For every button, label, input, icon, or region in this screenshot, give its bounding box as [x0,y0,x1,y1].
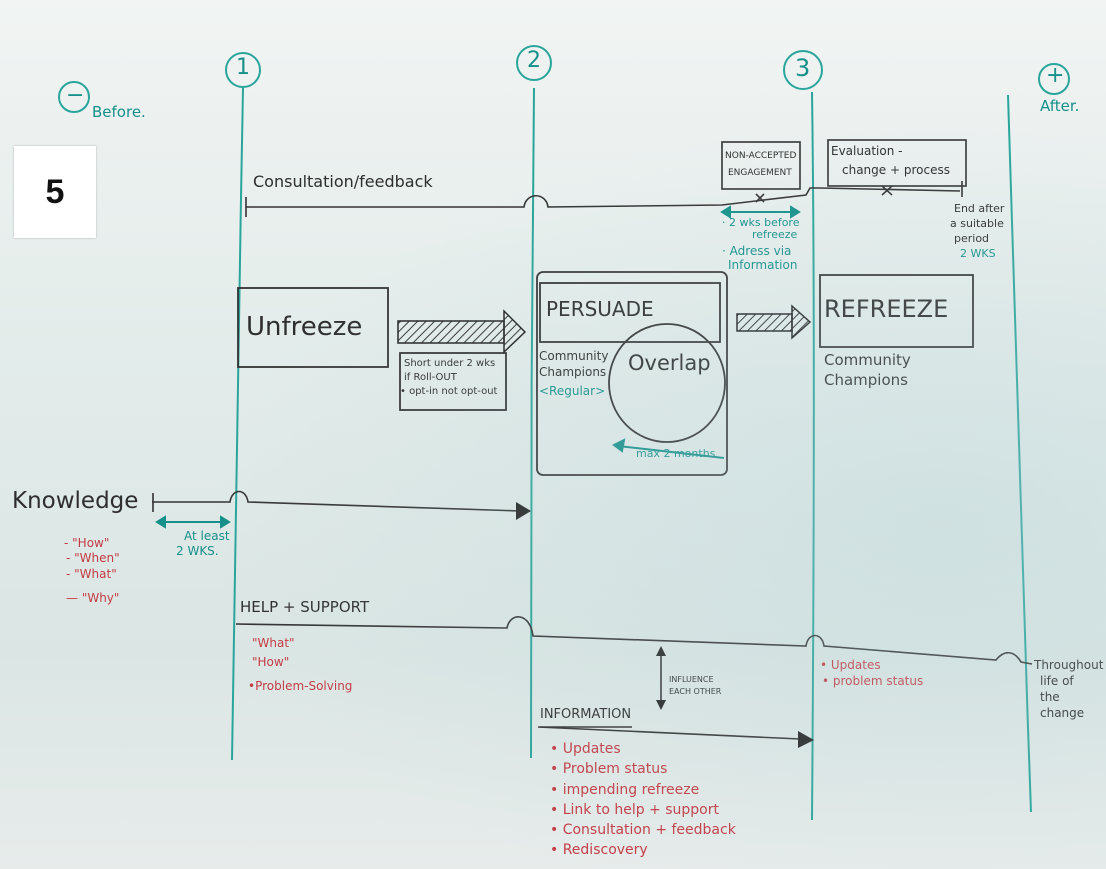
at-least-2: 2 WKS. [176,544,219,558]
help-support-line [235,616,1033,665]
phase-line-3 [811,91,815,821]
help-problem-status: • problem status [822,674,924,688]
throughout-3: the [1040,690,1060,704]
information-item-impending-refreeze: • impending refreeze [550,781,700,798]
throughout-1: Throughout [1034,658,1104,672]
address-note-2: Information [728,258,798,272]
influence-1: INFLUENCE [669,675,714,684]
phase-2-label: 2 [527,48,541,73]
information-line [537,726,801,740]
unfreeze-box [237,287,389,368]
non-accepted-box [721,141,801,190]
knowledge-item-why: — "Why" [66,591,120,605]
throughout-4: change [1040,706,1085,720]
information-label: INFORMATION [540,707,632,722]
influence-2: EACH OTHER [669,687,722,696]
help-support-label: HELP + SUPPORT [240,598,370,616]
phase-line-after [1007,94,1032,813]
cc-persuade-1: Community [539,349,609,363]
phase-line-2 [529,87,535,759]
arrow-hatch-1 [397,320,505,344]
overlap-label: Overlap [628,351,711,375]
end-note-1: End after [954,202,1005,215]
help-item-what: "What" [252,636,295,650]
help-item-how: "How" [252,655,290,669]
information-item-updates: • Updates [550,741,621,757]
non-accepted-line-1: NON-ACCEPTED [725,151,797,161]
help-item-problem-solving: •Problem-Solving [248,679,353,693]
unfreeze-note-1: Short under 2 wks [404,358,496,369]
phase-before-symbol: − [66,83,85,108]
evaluation-line-2: change + process [842,163,950,177]
refreeze-label: REFREEZE [824,295,949,323]
information-item-rediscovery: • Rediscovery [550,842,648,859]
end-note-2: a suitable [950,217,1004,230]
persuade-inner-box [539,282,721,343]
information-list: • Updates • Problem status • impending r… [550,739,736,861]
phase-1-label: 1 [236,55,250,80]
information-item-problem-status: • Problem status [550,761,668,778]
knowledge-item-what: - "What" [66,567,117,581]
phase-circle-2 [516,45,552,81]
help-updates: • Updates [820,658,881,672]
persuade-label: PERSUADE [546,297,654,321]
phase-circle-after [1038,63,1070,95]
cc-refreeze-1: Community [824,351,911,369]
two-wks-note-2: refreeze [752,228,798,241]
max-months-label: max 2 months [636,447,716,460]
information-item-consultation: • Consultation + feedback [550,822,736,839]
address-note-1: · Adress via [722,244,792,258]
regular-label: <Regular> [539,384,606,398]
consultation-line [246,187,961,208]
cc-refreeze-2: Champions [824,371,908,389]
persuade-outer-box [536,271,728,476]
knowledge-item-when: - "When" [66,551,120,565]
phase-line-1 [231,87,244,761]
slide-number-badge: 5 [14,146,96,238]
at-least-1: At least [184,529,230,543]
arrow-head-2 [791,304,812,340]
arrow-head-1 [503,309,527,354]
evaluation-box [827,139,967,187]
two-wks-note-1: · 2 wks before [722,216,800,229]
phase-after-symbol: + [1046,63,1065,88]
evaluation-line-1: Evaluation - [831,144,903,158]
phase-before-label: Before. [92,103,146,121]
knowledge-label: Knowledge [12,488,139,514]
unfreeze-note-box [399,352,507,411]
unfreeze-note-3: • opt-in not opt-out [400,386,498,397]
phase-3-label: 3 [795,54,811,82]
end-note-4: 2 WKS [960,247,996,260]
unfreeze-note-2: if Roll-OUT [404,372,457,383]
unfreeze-label: Unfreeze [246,312,363,342]
non-accepted-line-2: ENGAGEMENT [728,168,792,178]
phase-circle-before [58,81,90,113]
cc-persuade-2: Champions [539,365,607,379]
arrow-hatch-2 [736,313,793,332]
phase-after-label: After. [1040,97,1080,115]
consultation-label: Consultation/feedback [253,172,433,191]
knowledge-item-how: - "How" [64,536,110,550]
overlap-circle [608,323,726,443]
knowledge-line [152,490,521,512]
information-item-link-help: • Link to help + support [550,801,719,818]
phase-circle-1 [225,52,261,88]
phase-circle-3 [783,50,823,90]
end-note-3: period [954,232,990,245]
refreeze-box [819,274,974,348]
throughout-2: life of [1040,674,1074,688]
